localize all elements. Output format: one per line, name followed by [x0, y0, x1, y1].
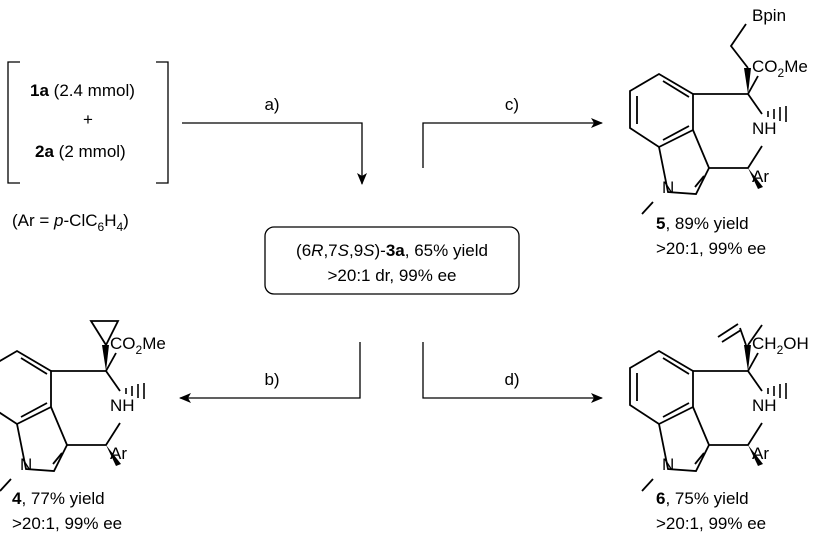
arrow-c-label: c)	[505, 95, 519, 114]
nme-label-6: N	[662, 455, 674, 474]
ester-label-4: CO2Me	[110, 334, 166, 357]
nme-label-5: N	[662, 178, 674, 197]
center-product-box	[264, 226, 520, 295]
nme-label-4: N	[20, 455, 32, 474]
nh-label-4: NH	[110, 396, 135, 415]
arrow-a-label: a)	[264, 95, 279, 114]
structure-5	[629, 23, 787, 215]
structure-4	[0, 320, 145, 492]
bpin-label: Bpin	[752, 6, 786, 25]
ar-label-4: Ar	[110, 444, 127, 463]
structure-6	[629, 324, 787, 492]
plus-sign: +	[83, 110, 93, 129]
ester-label-5: CO2Me	[752, 57, 808, 80]
product-6-selectivity: >20:1, 99% ee	[656, 514, 766, 533]
product-5-yield: 5, 89% yield	[656, 214, 749, 233]
arrow-b-label: b)	[264, 370, 279, 389]
product-4-yield: 4, 77% yield	[12, 489, 105, 508]
reactant-2a: 2a (2 mmol)	[35, 142, 126, 161]
center-product-label: (6R,7S,9S)-3a, 65% yield	[296, 241, 488, 260]
aryl-definition: (Ar = p-ClC6H4)	[12, 211, 129, 234]
nh-label-5: NH	[752, 119, 777, 138]
alcohol-label-6: CH2OH	[752, 334, 809, 357]
reactant-bracket	[7, 61, 169, 184]
nh-label-6: NH	[752, 396, 777, 415]
product-5-selectivity: >20:1, 99% ee	[656, 239, 766, 258]
product-6-yield: 6, 75% yield	[656, 489, 749, 508]
reactant-1a: 1a (2.4 mmol)	[30, 81, 135, 100]
center-product-selectivity: >20:1 dr, 99% ee	[327, 266, 456, 285]
arrow-d-label: d)	[504, 370, 519, 389]
ar-label-5: Ar	[752, 167, 769, 186]
vinyl-double-bond	[717, 323, 747, 346]
ar-label-6: Ar	[752, 444, 769, 463]
product-4-selectivity: >20:1, 99% ee	[12, 514, 122, 533]
arrow-d	[422, 342, 603, 403]
arrow-b	[179, 342, 361, 403]
arrow-c	[422, 118, 603, 168]
arrow-a	[182, 122, 367, 185]
